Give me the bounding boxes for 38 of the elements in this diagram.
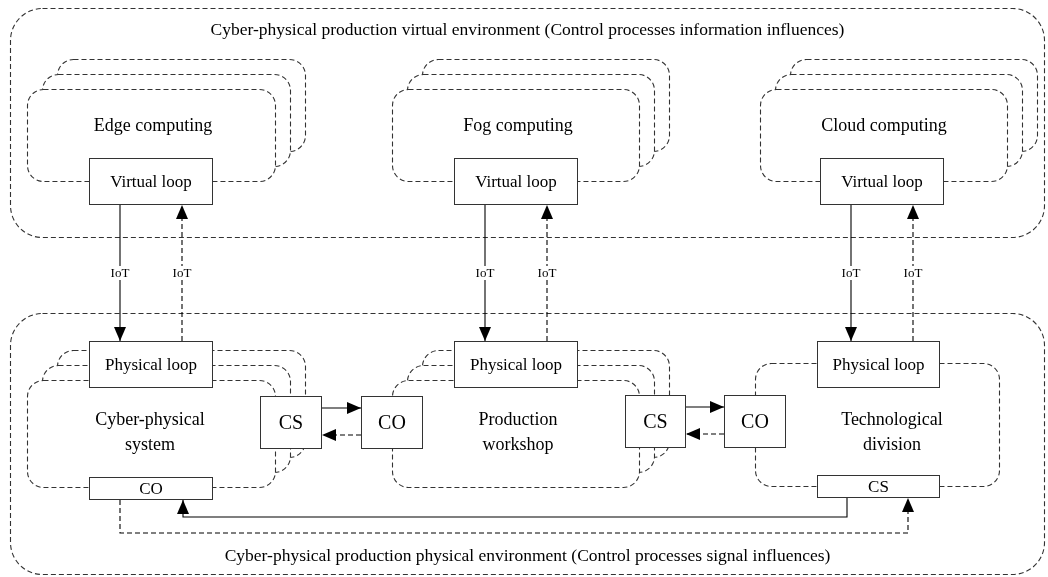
arrow <box>321 402 362 414</box>
region-title: Cyber-physical production virtual environment (Control processes information influences) <box>209 19 846 40</box>
edge-label: IoT <box>902 266 924 280</box>
process-box: CS <box>260 396 322 449</box>
dashed-arrow <box>176 204 188 342</box>
edge-label: IoT <box>109 266 131 280</box>
process-box: Physical loop <box>89 341 213 388</box>
edge-label: IoT <box>474 266 496 280</box>
dashed-arrow <box>541 204 553 342</box>
group-label: Edge computing <box>92 113 214 137</box>
edge-label: IoT <box>536 266 558 280</box>
process-box: Virtual loop <box>454 158 578 205</box>
group-label: Cyber-physical system <box>94 408 206 456</box>
group-label: Cloud computing <box>820 113 948 137</box>
arrow <box>177 497 848 518</box>
edge-label: IoT <box>171 266 193 280</box>
dashed-arrow <box>907 204 919 342</box>
process-box: CO <box>89 477 213 500</box>
dashed-arrow <box>685 428 725 440</box>
group-label: Production workshop <box>477 408 559 456</box>
process-box: Virtual loop <box>820 158 944 205</box>
group-label: Fog computing <box>462 113 574 137</box>
arrow <box>685 401 725 413</box>
process-box: CS <box>625 395 686 448</box>
group-label: Technological division <box>840 408 944 456</box>
arrow <box>114 204 126 342</box>
process-box: Virtual loop <box>89 158 213 205</box>
process-box: Physical loop <box>817 341 940 388</box>
process-box: Physical loop <box>454 341 578 388</box>
process-box: CO <box>361 396 423 449</box>
process-box: CO <box>724 395 786 448</box>
arrow <box>845 204 857 342</box>
dashed-arrow <box>119 497 914 534</box>
dashed-arrow <box>321 429 362 441</box>
edge-label: IoT <box>840 266 862 280</box>
region-title: Cyber-physical production physical environment (Control processes signal influences) <box>223 545 832 566</box>
process-box: CS <box>817 475 940 498</box>
arrow <box>479 204 491 342</box>
